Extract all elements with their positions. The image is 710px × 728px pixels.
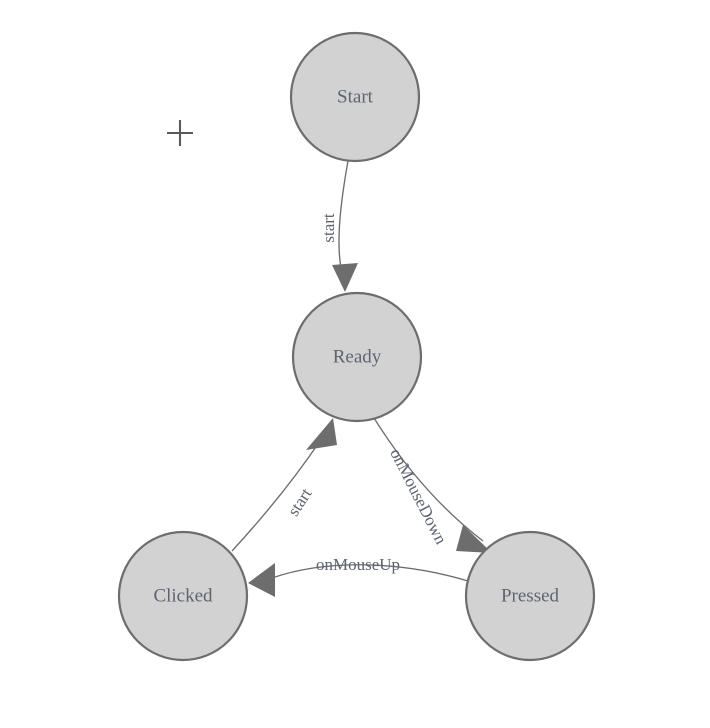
node-ready-label: Ready — [333, 346, 382, 367]
edge-clicked-to-ready[interactable]: start — [231, 418, 337, 552]
edge-pressed-to-clicked-arrowhead — [248, 563, 275, 597]
node-pressed-circle[interactable] — [464, 530, 596, 662]
node-start-circle[interactable] — [289, 31, 421, 163]
node-pressed-label: Pressed — [501, 585, 560, 606]
plus-marker-icon — [167, 120, 193, 146]
node-ready[interactable]: Ready — [291, 291, 423, 423]
edge-ready-to-pressed-path — [373, 417, 484, 542]
edge-clicked-to-ready-arrowhead — [306, 418, 337, 450]
edge-label-pressed-to-clicked: onMouseUp — [316, 555, 400, 574]
edge-pressed-to-clicked[interactable]: onMouseUp — [248, 555, 469, 597]
edge-start-to-ready-path — [338, 160, 349, 269]
edge-label-ready-to-pressed: onMouseDown — [386, 445, 451, 547]
node-start[interactable]: Start — [289, 31, 421, 163]
node-clicked-label: Clicked — [153, 585, 213, 606]
node-ready-circle[interactable] — [291, 291, 423, 423]
edge-clicked-to-ready-path — [231, 440, 321, 552]
edge-pressed-to-clicked-path — [271, 564, 469, 582]
edge-label-clicked-to-ready: start — [284, 484, 316, 519]
edge-ready-to-pressed-arrowhead — [456, 525, 492, 553]
node-start-label: Start — [337, 86, 374, 107]
edge-start-to-ready[interactable]: start — [319, 160, 358, 292]
edge-ready-to-pressed[interactable]: onMouseDown — [373, 417, 492, 553]
node-pressed[interactable]: Pressed — [464, 530, 596, 662]
edge-start-to-ready-arrowhead — [332, 263, 358, 292]
node-clicked[interactable]: Clicked — [117, 530, 249, 662]
edge-label-start-to-ready: start — [319, 213, 338, 243]
node-clicked-circle[interactable] — [117, 530, 249, 662]
